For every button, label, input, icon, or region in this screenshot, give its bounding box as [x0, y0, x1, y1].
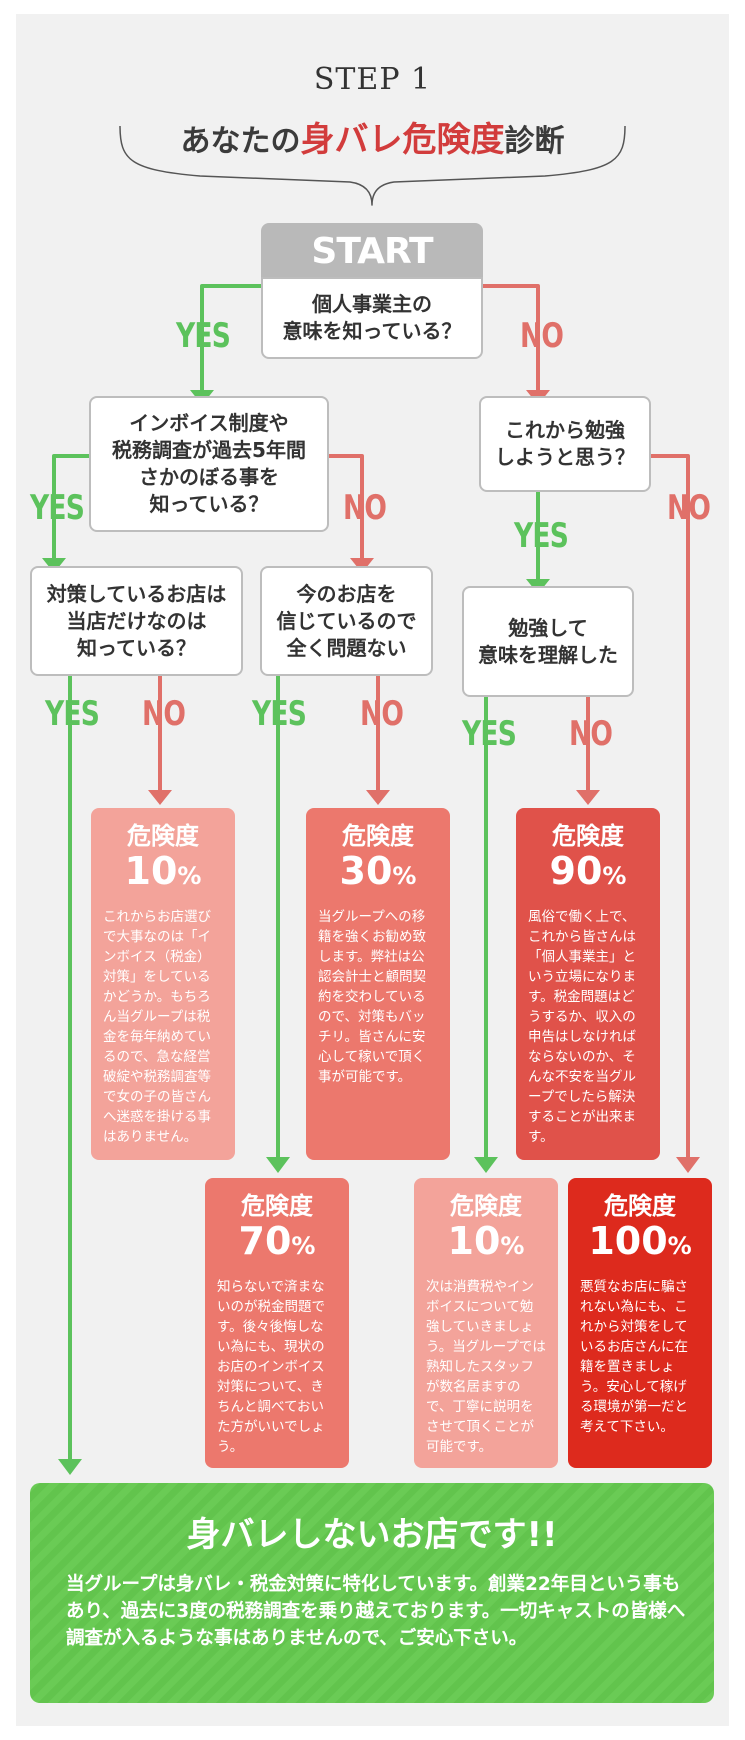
- result-text: 次は消費税やインボイスについて勉強していきましょう。当グループでは熟知したスタッ…: [426, 1279, 546, 1455]
- question-line: インボイス制度や: [129, 411, 289, 435]
- result-heading: 危険度: [127, 822, 199, 850]
- result-unit: %: [177, 862, 202, 890]
- question-line: 対策しているお店は: [46, 581, 227, 606]
- final-title: 身バレしないお店です!!: [186, 1515, 558, 1555]
- question-measures: 対策しているお店は当店だけなのは知っている？: [30, 566, 243, 676]
- result-heading: 危険度: [241, 1192, 313, 1220]
- title-pre: あなたの: [180, 124, 301, 159]
- no-label: NO: [520, 316, 564, 356]
- result-unit: %: [392, 862, 417, 890]
- question-line: 意味を知っている？: [282, 319, 462, 343]
- result-unit: %: [291, 1232, 316, 1260]
- result-percent: 10%: [426, 1220, 546, 1267]
- result-percent: 70%: [217, 1220, 337, 1267]
- title-highlight: 身バレ危険度: [300, 120, 505, 160]
- result-value: 10: [124, 849, 178, 893]
- question-line: 勉強して: [508, 615, 588, 640]
- question-line: 当店だけなのは: [66, 608, 207, 633]
- title-brace: [119, 125, 626, 206]
- question-line: さかのぼる事を: [138, 465, 279, 489]
- result-unit: %: [602, 862, 627, 890]
- title-post: 診断: [504, 124, 565, 159]
- no-label: NO: [343, 488, 387, 528]
- result-text: 風俗で働く上で、これから皆さんは「個人事業主」という立場になります。税金問題はど…: [528, 909, 636, 1145]
- result-card-100: 危険度 100% 悪質なお店に騙されない為にも、これから対策をしているお店さんに…: [568, 1178, 712, 1468]
- question-understood: 勉強して意味を理解した: [462, 586, 634, 697]
- result-heading: 危険度: [604, 1192, 676, 1220]
- question-study: これから勉強しようと思う？: [479, 396, 651, 492]
- question-line: これから勉強: [505, 418, 625, 442]
- result-text: 当グループへの移籍を強くお勧め致します。弊社は公認会計士と顧問契約を交わしている…: [318, 909, 426, 1085]
- result-value: 70: [238, 1219, 292, 1263]
- step-label: STEP 1: [313, 62, 432, 97]
- question-trust: 今のお店を信じているので全く問題ない: [260, 566, 433, 676]
- yes-label: YES: [45, 694, 100, 734]
- question-line: 知っている？: [149, 492, 269, 516]
- result-text: 知らないで済まないのが税金問題です。後々後悔しない為にも、現状のお店のインボイス…: [217, 1279, 325, 1455]
- result-card-30: 危険度 30% 当グループへの移籍を強くお勧め致します。弊社は公認会計士と顧問契…: [306, 808, 450, 1160]
- question-line: 意味を理解した: [478, 642, 618, 667]
- result-heading: 危険度: [342, 822, 414, 850]
- result-text: 悪質なお店に騙されない為にも、これから対策をしているお店さんに在籍を置きましょう…: [580, 1279, 688, 1435]
- question-line: 税務調査が過去5年間: [112, 438, 306, 462]
- no-label: NO: [667, 488, 711, 528]
- start-label: START: [261, 223, 483, 279]
- yes-label: YES: [30, 488, 85, 528]
- question-line: しようと思う？: [495, 445, 635, 469]
- result-unit: %: [667, 1232, 692, 1260]
- result-heading: 危険度: [450, 1192, 522, 1220]
- result-unit: %: [500, 1232, 525, 1260]
- question-line: 今のお店を: [296, 581, 397, 606]
- question-line: 個人事業主の: [312, 292, 432, 316]
- result-value: 30: [339, 849, 393, 893]
- yes-label: YES: [176, 316, 231, 356]
- page-title: あなたの身バレ危険度診断: [0, 112, 745, 161]
- result-card-90: 危険度 90% 風俗で働く上で、これから皆さんは「個人事業主」という立場になりま…: [516, 808, 660, 1160]
- result-card-10-b: 危険度 10% 次は消費税やインボイスについて勉強していきましょう。当グループで…: [414, 1178, 558, 1468]
- result-value: 10: [447, 1219, 501, 1263]
- result-percent: 90%: [528, 850, 648, 897]
- question-sole-proprietor: 個人事業主の意味を知っている？: [261, 277, 483, 359]
- no-label: NO: [360, 694, 404, 734]
- question-line: 信じているので: [276, 608, 417, 633]
- question-invoice: インボイス制度や税務調査が過去5年間さかのぼる事を知っている？: [89, 396, 329, 532]
- question-line: 知っている？: [77, 635, 196, 660]
- result-value: 100: [588, 1219, 668, 1263]
- result-percent: 10%: [103, 850, 223, 897]
- result-percent: 30%: [318, 850, 438, 897]
- result-percent: 100%: [580, 1220, 700, 1267]
- yes-label: YES: [252, 694, 307, 734]
- no-label: NO: [569, 714, 613, 754]
- yes-label: YES: [514, 516, 569, 556]
- final-body: 当グループは身バレ・税金対策に特化しています。創業22年目という事もあり、過去に…: [66, 1574, 686, 1649]
- final-result-banner: 身バレしないお店です!! 当グループは身バレ・税金対策に特化しています。創業22…: [30, 1483, 714, 1703]
- result-card-10-a: 危険度 10% これからお店選びで大事なのは「インボイス（税金）対策」をしている…: [91, 808, 235, 1160]
- no-label: NO: [142, 694, 186, 734]
- result-heading: 危険度: [552, 822, 624, 850]
- result-card-70: 危険度 70% 知らないで済まないのが税金問題です。後々後悔しない為にも、現状の…: [205, 1178, 349, 1468]
- question-line: 全く問題ない: [286, 635, 407, 660]
- result-value: 90: [549, 849, 603, 893]
- yes-label: YES: [462, 714, 517, 754]
- result-text: これからお店選びで大事なのは「インボイス（税金）対策」をしているかどうか。もちろ…: [103, 909, 211, 1145]
